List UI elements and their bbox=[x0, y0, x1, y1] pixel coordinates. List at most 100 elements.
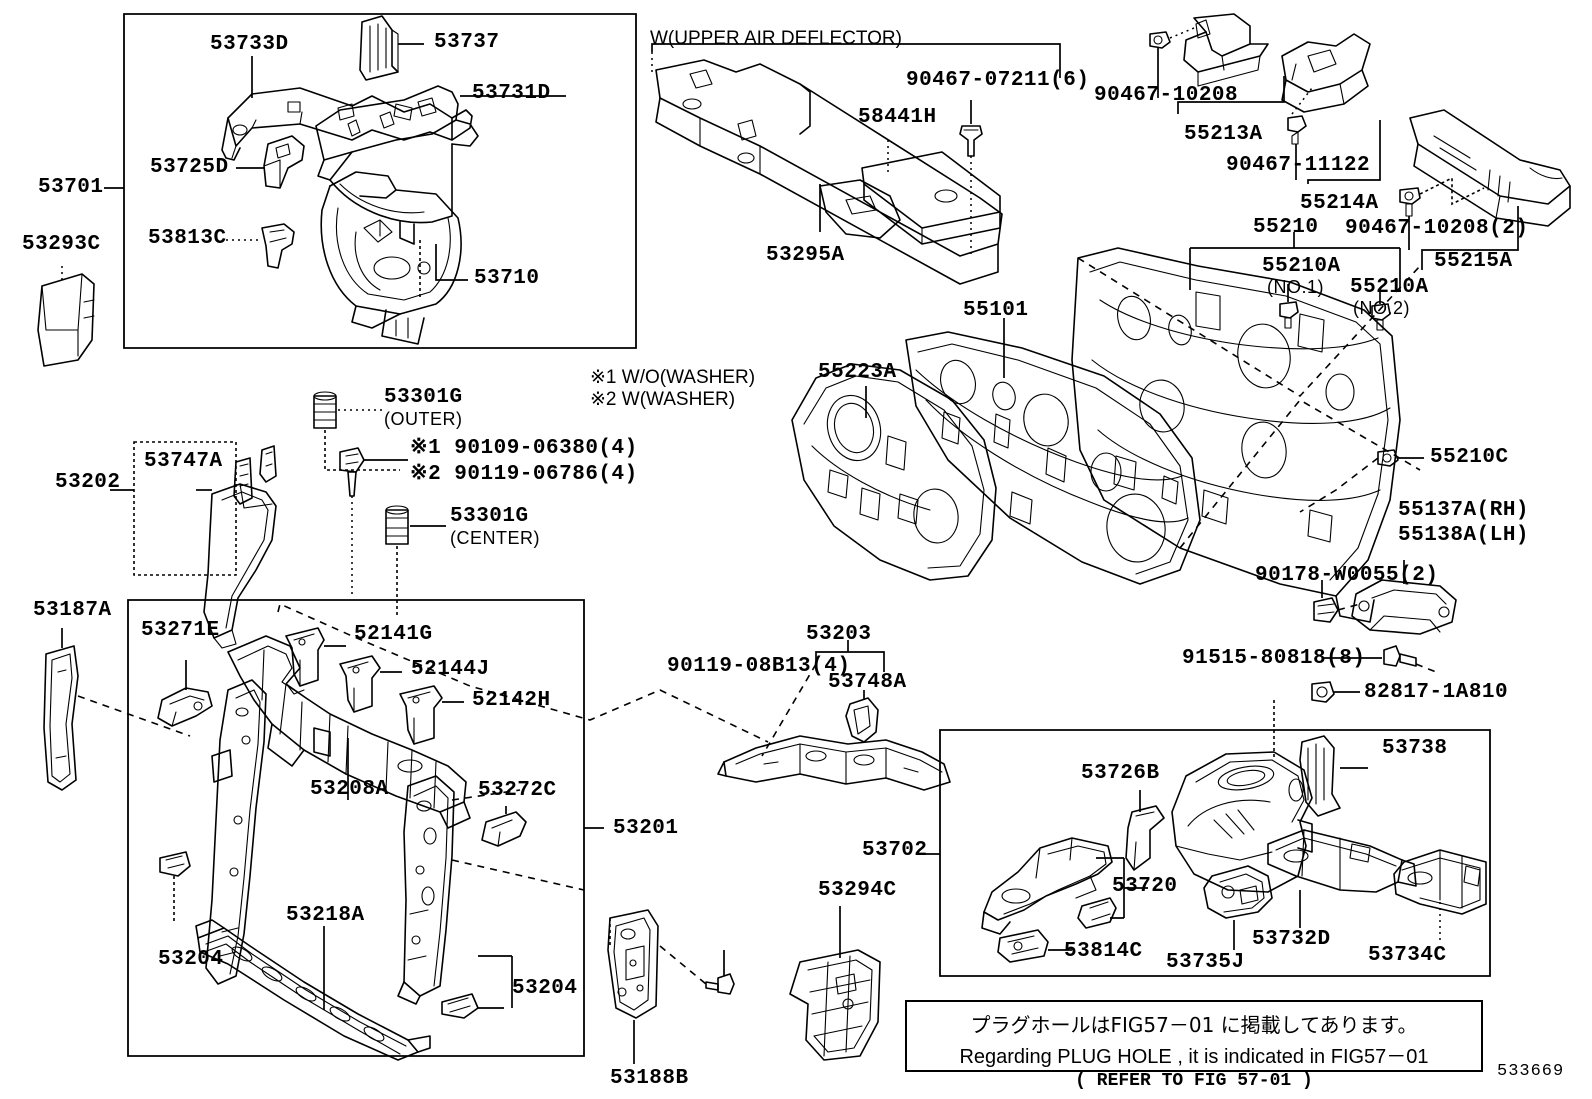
label-53295A: 53295A bbox=[766, 244, 845, 267]
label-90109-06380: ※1 90109-06380(4) bbox=[410, 437, 638, 460]
part-53301G-outer bbox=[313, 391, 337, 429]
part-90119-08B13 bbox=[705, 973, 735, 995]
plug-hole-note-reference: ( REFER TO FIG 57-01 ) bbox=[1075, 1071, 1313, 1091]
label-53208A: 53208A bbox=[310, 778, 389, 801]
label-53731D: 53731D bbox=[472, 82, 551, 105]
part-53813C bbox=[261, 223, 295, 269]
part-90467-11122-clip bbox=[1287, 115, 1307, 145]
label-55210A-no1: 55210A bbox=[1262, 255, 1341, 278]
label-53747A: 53747A bbox=[144, 450, 223, 473]
label-55138A-LH: 55138A(LH) bbox=[1398, 524, 1530, 547]
dash-53301G-outer bbox=[324, 430, 400, 471]
part-53733D bbox=[221, 87, 473, 161]
part-58441H bbox=[861, 151, 1001, 245]
label-53204-left: 53204 bbox=[158, 948, 224, 971]
part-52142H bbox=[399, 685, 443, 745]
bracket-55210 bbox=[1189, 232, 1401, 290]
label-53734C: 53734C bbox=[1368, 944, 1447, 967]
label-53725D: 53725D bbox=[150, 156, 229, 179]
part-52141G bbox=[285, 627, 325, 687]
label-53272C: 53272C bbox=[478, 779, 557, 802]
plug-hole-note-english: Regarding PLUG HOLE , it is indicated in… bbox=[959, 1046, 1429, 1068]
label-53201: 53201 bbox=[613, 817, 679, 840]
label-53188B: 53188B bbox=[610, 1067, 689, 1090]
group-box-53702 bbox=[920, 729, 1491, 977]
bracket-upper-air-deflector bbox=[651, 43, 1061, 78]
part-55223A bbox=[791, 363, 997, 581]
dash-53201-right bbox=[451, 789, 521, 801]
label-90119-08B13: 90119-08B13(4) bbox=[667, 655, 851, 678]
label-53748A: 53748A bbox=[828, 671, 907, 694]
part-53720 bbox=[981, 837, 1113, 935]
label-55210: 55210 bbox=[1253, 216, 1319, 239]
part-53201-side-right bbox=[397, 775, 455, 1005]
label-55215A: 55215A bbox=[1434, 250, 1513, 273]
label-53737: 53737 bbox=[434, 31, 500, 54]
label-53301G-center: 53301G bbox=[450, 505, 529, 528]
part-53187A bbox=[43, 645, 79, 791]
part-53710 bbox=[320, 171, 462, 345]
part-53747A bbox=[233, 445, 277, 505]
part-55101 bbox=[905, 331, 1201, 585]
dash-53203 bbox=[761, 663, 817, 757]
label-53738: 53738 bbox=[1382, 737, 1448, 760]
part-55215A bbox=[1409, 109, 1571, 227]
label-90467-10208: 90467-10208 bbox=[1094, 84, 1239, 107]
label-55210C: 55210C bbox=[1430, 446, 1509, 469]
group-box-53701 bbox=[104, 13, 637, 349]
label-55210A-no1-sub: (NO.1) bbox=[1267, 277, 1324, 297]
plug-hole-note-japanese: プラグホールはFIG57－01 に掲載してあります。 bbox=[970, 1013, 1418, 1037]
bracket-53203 bbox=[815, 640, 885, 672]
part-53202-support bbox=[203, 483, 277, 649]
label-53720: 53720 bbox=[1112, 875, 1178, 898]
part-90109-06380 bbox=[339, 447, 365, 497]
label-55137A-RH: 55137A(RH) bbox=[1398, 499, 1530, 522]
label-91515-80818: 91515-80818(8) bbox=[1182, 647, 1366, 670]
label-55213A: 55213A bbox=[1184, 123, 1263, 146]
part-55214A bbox=[1281, 33, 1371, 113]
label-52141G: 52141G bbox=[354, 623, 433, 646]
label-53204-right: 53204 bbox=[512, 977, 578, 1000]
part-53738 bbox=[1299, 735, 1341, 817]
label-90178-W0055: 90178-W0055(2) bbox=[1255, 564, 1439, 587]
part-53188B bbox=[607, 909, 659, 1019]
footnote-1: ※1 W/O(WASHER) bbox=[590, 367, 756, 388]
label-90119-06786: ※2 90119-06786(4) bbox=[410, 463, 638, 486]
part-53204-right bbox=[441, 993, 479, 1019]
part-53814C bbox=[997, 929, 1049, 963]
label-55101: 55101 bbox=[963, 299, 1029, 322]
label-53710: 53710 bbox=[474, 267, 540, 290]
part-53218A bbox=[195, 919, 431, 1061]
label-53735J: 53735J bbox=[1166, 951, 1245, 974]
label-53301G-outer: 53301G bbox=[384, 386, 463, 409]
label-53701: 53701 bbox=[38, 176, 104, 199]
part-55210A-no1-clip bbox=[1279, 301, 1299, 329]
label-53732D: 53732D bbox=[1252, 928, 1331, 951]
dash-90178 bbox=[1337, 603, 1361, 611]
label-53814C: 53814C bbox=[1064, 940, 1143, 963]
dash-55215A bbox=[1419, 176, 1485, 206]
part-53204-left bbox=[159, 851, 191, 877]
part-55137A-55138A bbox=[1351, 579, 1457, 635]
footnote-2: ※2 W(WASHER) bbox=[590, 389, 736, 410]
part-52144J bbox=[339, 655, 381, 713]
group-box-53202 bbox=[110, 441, 237, 576]
dash-connect-53201-53203 bbox=[277, 602, 769, 743]
group-box-53201 bbox=[127, 599, 604, 1057]
part-53726B bbox=[1125, 805, 1165, 871]
part-53731D bbox=[315, 85, 479, 245]
label-58441H: 58441H bbox=[858, 106, 937, 129]
dash-90119-08B13 bbox=[659, 945, 707, 985]
dash-53187A bbox=[77, 695, 191, 737]
label-53271E: 53271E bbox=[141, 619, 220, 642]
part-90467-10208-2-clip bbox=[1399, 187, 1421, 217]
bracket-53204-right bbox=[478, 955, 513, 1008]
label-90467-11122: 90467-11122 bbox=[1226, 154, 1371, 177]
part-53732D bbox=[1267, 829, 1417, 893]
part-55213A bbox=[1183, 13, 1269, 87]
leader-clip-55213A bbox=[1169, 27, 1195, 39]
bracket-55214A bbox=[1307, 120, 1381, 184]
part-53201-side-left bbox=[205, 679, 267, 985]
